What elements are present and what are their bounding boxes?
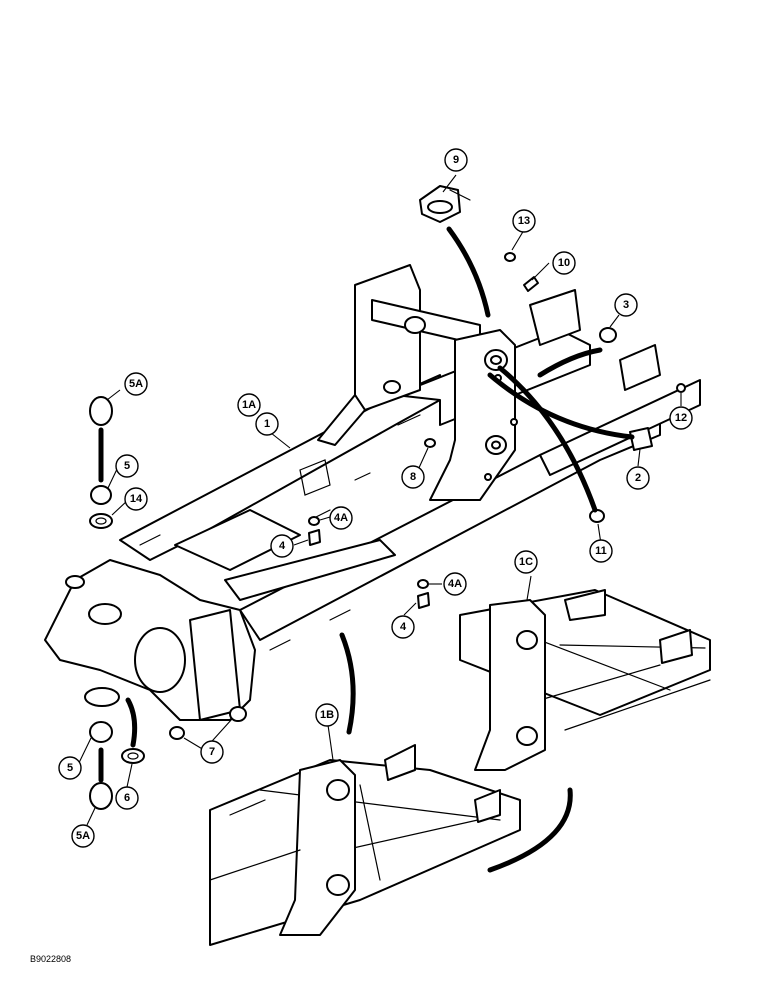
loose-parts [89, 185, 686, 810]
figure-id: B9022808 [30, 954, 71, 964]
svg-text:4A: 4A [448, 578, 462, 590]
assembly-lines [98, 226, 635, 873]
svg-text:1: 1 [264, 418, 270, 430]
svg-text:13: 13 [518, 215, 530, 227]
svg-text:4: 4 [279, 540, 286, 552]
svg-text:12: 12 [675, 412, 687, 424]
callout-9: 9 [444, 148, 468, 172]
svg-text:14: 14 [130, 493, 143, 505]
frame-variant-1b [209, 744, 521, 946]
svg-text:5A: 5A [129, 378, 143, 390]
callout-4a-lower: 4A [443, 572, 467, 596]
main-frame [44, 264, 701, 740]
svg-text:7: 7 [209, 746, 215, 758]
callout-5a-bottom: 5A [71, 824, 95, 848]
callout-12: 12 [669, 406, 693, 430]
callout-5-top: 5 [115, 454, 139, 478]
callout-8: 8 [401, 465, 425, 489]
svg-text:1C: 1C [519, 556, 533, 568]
svg-text:5A: 5A [76, 830, 90, 842]
svg-text:3: 3 [623, 299, 629, 311]
svg-text:4: 4 [400, 621, 407, 633]
svg-text:9: 9 [453, 154, 459, 166]
frame-variant-1c [459, 589, 711, 771]
callout-7: 7 [200, 740, 224, 764]
svg-text:11: 11 [595, 545, 607, 557]
svg-text:5: 5 [67, 762, 73, 774]
callout-6: 6 [115, 786, 139, 810]
callout-4-lower: 4 [391, 615, 415, 639]
svg-text:1A: 1A [242, 399, 256, 411]
svg-text:6: 6 [124, 792, 130, 804]
svg-text:8: 8 [410, 471, 416, 483]
callout-13: 13 [512, 209, 536, 233]
callout-4-upper: 4 [270, 534, 294, 558]
callout-5-bottom: 5 [58, 756, 82, 780]
callout-4a-upper: 4A [329, 506, 353, 530]
callout-10: 10 [552, 251, 576, 275]
svg-text:10: 10 [558, 257, 570, 269]
callout-11: 11 [589, 539, 613, 563]
callout-2: 2 [626, 466, 650, 490]
svg-text:2: 2 [635, 472, 641, 484]
callout-1a: 1A [237, 393, 261, 417]
callout-1b: 1B [315, 703, 339, 727]
callout-1c: 1C [514, 550, 538, 574]
callout-3: 3 [614, 293, 638, 317]
callout-1: 1 [255, 412, 279, 436]
callout-5a-top: 5A [124, 372, 148, 396]
callout-14: 14 [124, 487, 148, 511]
svg-text:5: 5 [124, 460, 130, 472]
svg-text:4A: 4A [334, 512, 348, 524]
svg-text:1B: 1B [320, 709, 334, 721]
